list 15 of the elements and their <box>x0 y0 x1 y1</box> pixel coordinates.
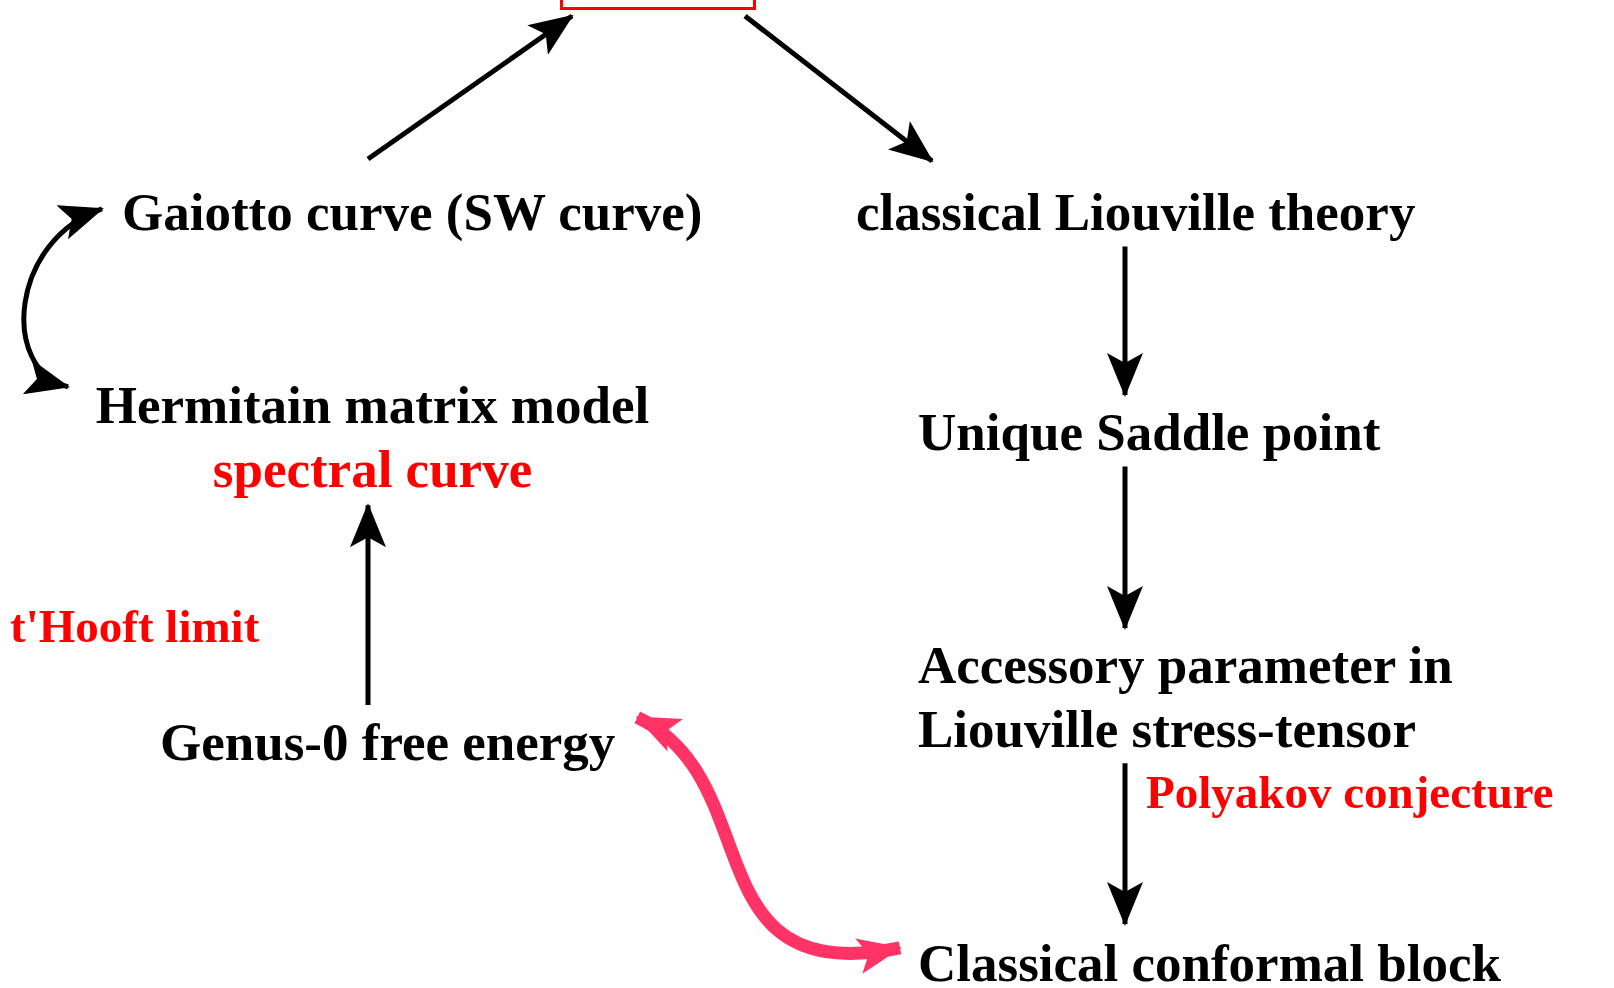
node-label: Unique Saddle point <box>918 402 1381 463</box>
arrow <box>1107 246 1143 397</box>
node-label: classical Liouville theory <box>856 182 1416 243</box>
node-label: Classical conformal block <box>918 933 1501 988</box>
double-arrow <box>633 711 902 971</box>
subtitle-label: spectral curve <box>211 438 534 500</box>
arrow <box>1107 763 1143 926</box>
arrow <box>366 13 574 162</box>
node-label: Gaiotto curve (SW curve) <box>122 182 703 243</box>
arrow <box>350 503 386 705</box>
node-label: Hermitain matrix model <box>94 375 651 436</box>
arrow <box>743 14 934 163</box>
node-label: Genus-0 free energy <box>160 712 616 773</box>
node-label: Accessory parameter in Liouville stress-tensor <box>918 635 1454 760</box>
arrow <box>1107 466 1143 630</box>
